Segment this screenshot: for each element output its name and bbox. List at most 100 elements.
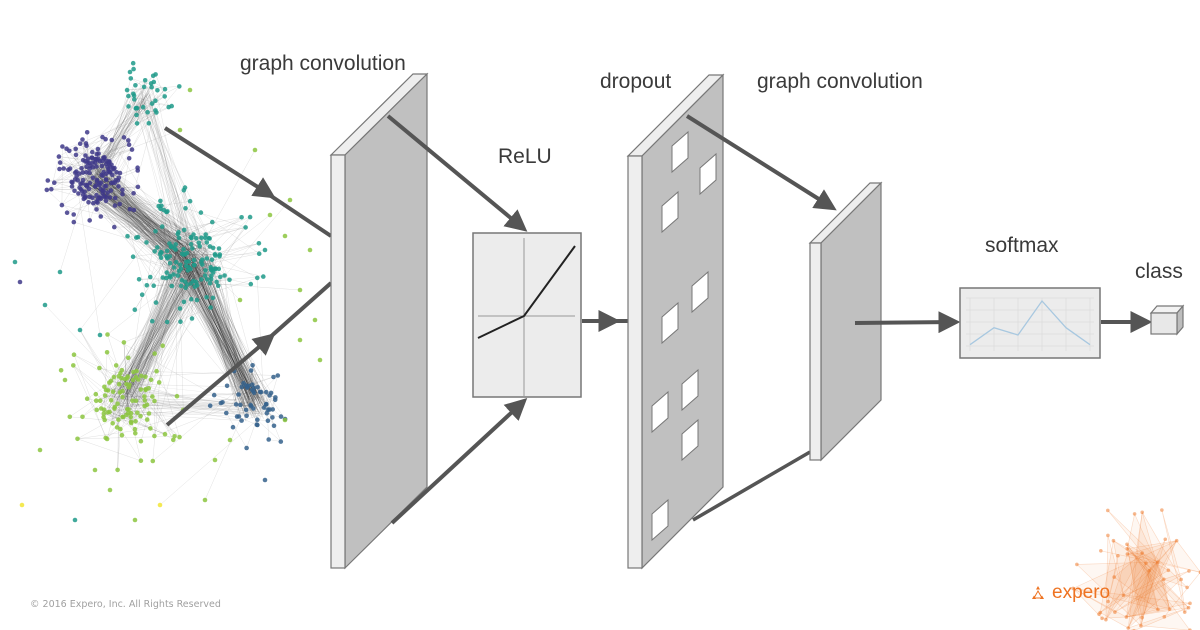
graph-edge <box>86 100 153 183</box>
graph-node <box>171 265 177 270</box>
graph-edge <box>135 299 198 378</box>
graph-edge <box>101 174 186 255</box>
graph-node <box>121 135 127 140</box>
expero-triangle-icon <box>1032 586 1044 599</box>
graph-node <box>173 247 178 252</box>
orange-net-node <box>1106 508 1110 513</box>
graph-edge <box>215 243 259 256</box>
graph-edge <box>136 105 172 124</box>
graph-node <box>244 445 249 451</box>
graph-node <box>159 224 165 229</box>
graph-node <box>87 194 92 200</box>
graph-node <box>93 183 99 188</box>
graph-node <box>101 156 107 161</box>
graph-edge <box>79 329 131 418</box>
graph-edge <box>133 110 156 194</box>
graph-node <box>116 374 122 379</box>
orange-net-node <box>1113 610 1117 614</box>
graph-edge <box>170 271 261 415</box>
graph-edge <box>106 273 177 388</box>
graph-node <box>204 277 210 282</box>
graph-edge <box>238 386 248 417</box>
graph-node <box>69 184 75 189</box>
graph-node <box>203 235 208 241</box>
graph-edge <box>226 394 239 414</box>
graph-node <box>74 169 79 174</box>
graph-edge <box>141 282 197 377</box>
graph-edge <box>162 226 214 270</box>
graph-edge <box>133 193 163 227</box>
graph-node <box>86 200 91 205</box>
graph-node <box>162 86 168 92</box>
graph-node <box>127 382 132 388</box>
graph-edge <box>122 264 190 423</box>
orange-net-facet <box>1127 511 1182 629</box>
graph-node <box>267 212 273 218</box>
graph-edge <box>93 203 192 300</box>
graph-node <box>134 235 139 240</box>
graph-edge <box>77 179 162 207</box>
graph-node <box>64 146 69 151</box>
graph-edge <box>102 90 141 172</box>
graph-edge <box>113 171 182 268</box>
graph-edge <box>189 266 270 404</box>
graph-edge <box>202 261 266 407</box>
graph-node <box>126 93 131 99</box>
graph-node <box>94 192 99 198</box>
graph-node <box>203 232 208 237</box>
orange-net-node <box>1125 546 1130 551</box>
graph-node <box>146 121 152 126</box>
graph-node <box>181 246 186 252</box>
graph-edge <box>95 195 190 249</box>
graph-node <box>183 206 188 211</box>
graph-node <box>250 363 255 368</box>
graph-edge <box>133 263 194 395</box>
graph-edge <box>193 227 246 235</box>
graph-node <box>144 283 150 288</box>
graph-node <box>120 414 125 420</box>
graph-edge <box>101 187 191 240</box>
graph-node <box>118 426 123 432</box>
graph-edge <box>187 243 259 271</box>
graph-node <box>52 180 57 185</box>
graph-node <box>136 277 142 282</box>
graph-node <box>45 178 51 183</box>
graph-edge <box>113 178 188 270</box>
graph-edge <box>188 217 242 268</box>
graph-node <box>297 337 303 343</box>
graph-edge <box>122 390 223 403</box>
graph-node <box>83 194 88 199</box>
graph-node <box>155 245 160 250</box>
graph-edge <box>104 268 181 393</box>
graph-edge <box>122 396 153 398</box>
graph-edge <box>154 404 237 437</box>
orange-net-facet <box>1125 562 1190 618</box>
graph-node <box>126 104 131 109</box>
graph-edge <box>114 275 182 390</box>
graph-edge <box>91 193 169 266</box>
graph-edge <box>177 264 254 398</box>
graph-node <box>98 214 104 219</box>
graph-edge <box>84 191 99 199</box>
graph-node <box>64 210 70 215</box>
graph-node <box>154 368 159 374</box>
graph-edge <box>99 172 194 272</box>
graph-node <box>177 127 183 133</box>
graph-edge <box>184 273 265 393</box>
graph-edge <box>97 198 115 228</box>
orange-net-facet <box>1105 552 1143 620</box>
graph-edge <box>94 180 201 260</box>
graph-edge <box>206 199 291 298</box>
graph-edge <box>178 255 253 393</box>
graph-edge <box>87 398 104 418</box>
graph-node <box>93 398 99 404</box>
graph-node <box>271 423 277 429</box>
graph-edge <box>167 246 256 399</box>
graph-node <box>246 383 251 389</box>
graph-node <box>103 435 108 441</box>
orange-net-facet <box>1122 578 1170 610</box>
edge-dropout-to-conv2-bottom <box>692 450 811 522</box>
graph-edge <box>106 352 175 437</box>
graph-node <box>156 380 162 385</box>
graph-node <box>120 394 125 400</box>
